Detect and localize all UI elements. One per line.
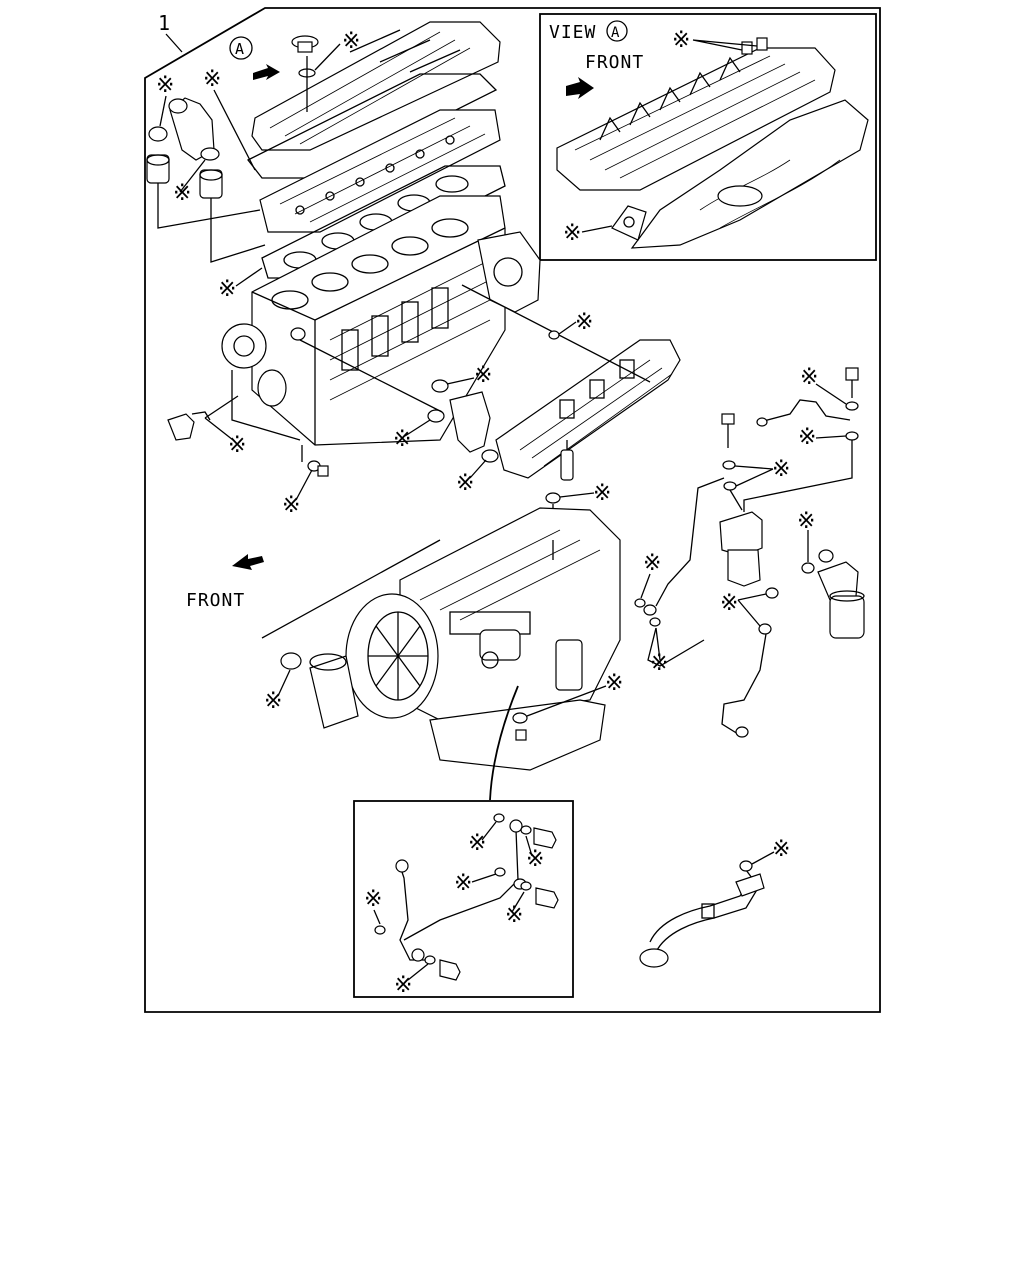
svg-text:※: ※	[797, 509, 815, 534]
front-arrow-main	[232, 554, 264, 570]
washer	[723, 481, 737, 491]
fuel-injector	[560, 440, 574, 481]
thermostat-housing	[168, 97, 215, 161]
svg-text:※: ※	[454, 871, 472, 896]
svg-text:※: ※	[575, 310, 593, 335]
bolt-left	[721, 413, 735, 448]
head-cover-gasket	[247, 73, 498, 179]
water-pipe-lower	[309, 653, 359, 729]
detail-inset: ※ ※ ※ ※ ※ ※	[353, 800, 574, 998]
svg-text:※: ※	[468, 831, 486, 856]
svg-text:※: ※	[218, 277, 236, 302]
svg-text:※: ※	[228, 433, 246, 458]
thermostat-seal	[148, 126, 168, 142]
washer	[634, 598, 646, 608]
front-label-inset: FRONT	[585, 52, 644, 73]
svg-text:※: ※	[672, 28, 690, 53]
oil-filler-cap	[291, 35, 319, 112]
svg-text:※: ※	[156, 73, 174, 98]
oil-filter	[817, 561, 865, 639]
svg-text:※: ※	[772, 457, 790, 482]
svg-text:※: ※	[772, 837, 790, 862]
manifold-gasket	[548, 330, 560, 340]
svg-text:※: ※	[393, 427, 411, 452]
svg-text:※: ※	[364, 887, 382, 912]
injector-seal	[545, 492, 561, 504]
washer	[643, 604, 657, 616]
drain-plug	[515, 729, 527, 741]
svg-text:※: ※	[563, 221, 581, 246]
svg-text:※: ※	[526, 847, 544, 872]
svg-text:※: ※	[643, 551, 661, 576]
thermostat-1	[146, 154, 170, 184]
front-label-main: FRONT	[186, 590, 245, 611]
front-oil-seal	[290, 327, 306, 341]
fuel-return-pipe	[721, 633, 767, 735]
pipe-bracket	[756, 399, 851, 427]
svg-text:※: ※	[650, 651, 668, 676]
water-outlet	[427, 379, 499, 463]
washer	[758, 623, 772, 635]
washer	[845, 401, 859, 411]
drain-washer	[512, 712, 528, 724]
crank-pulley	[221, 323, 301, 441]
cylinder-head	[259, 109, 501, 233]
svg-text:※: ※	[800, 365, 818, 390]
svg-text:※: ※	[593, 481, 611, 506]
temp-sensor-left	[167, 411, 211, 441]
svg-text:※: ※	[342, 29, 360, 54]
washer	[765, 587, 779, 599]
fuel-pipe-1	[655, 477, 725, 607]
svg-text:※: ※	[720, 591, 738, 616]
svg-text:A: A	[611, 25, 620, 41]
diagram-frame	[144, 7, 881, 1013]
strainer-o-ring	[739, 860, 753, 872]
svg-text:※: ※	[798, 425, 816, 450]
svg-text:VIEW: VIEW	[549, 22, 596, 43]
drain-plug	[307, 460, 329, 477]
engine-assembly	[345, 507, 621, 771]
thermostat-gasket	[200, 147, 220, 161]
lower-o-ring	[280, 652, 302, 670]
thermostat-2	[199, 169, 223, 199]
front-arrow-inset	[566, 77, 594, 99]
view-a-arrow	[253, 64, 280, 80]
item-number: 1	[158, 11, 170, 35]
cylinder-head-cover	[251, 21, 501, 151]
washer	[845, 431, 859, 441]
view-a-marker: A	[229, 36, 253, 60]
svg-text:※: ※	[474, 363, 492, 388]
svg-text:※: ※	[203, 67, 221, 92]
fuel-filter-head	[719, 511, 763, 587]
svg-text:※: ※	[456, 471, 474, 496]
svg-text:※: ※	[173, 181, 191, 206]
washer	[722, 460, 736, 470]
svg-text:※: ※	[394, 973, 412, 998]
oil-strainer	[639, 869, 765, 968]
oil-filter-o-ring	[818, 549, 834, 563]
fuel-pipe-2	[647, 627, 705, 667]
washer	[649, 617, 661, 627]
intake-manifold	[495, 339, 681, 479]
svg-text:※: ※	[505, 903, 523, 928]
svg-text:A: A	[235, 40, 244, 58]
view-a-inset: VIEW A FRONT ※ ※	[539, 13, 877, 261]
svg-text:※: ※	[605, 671, 623, 696]
bolt-right	[845, 367, 859, 398]
